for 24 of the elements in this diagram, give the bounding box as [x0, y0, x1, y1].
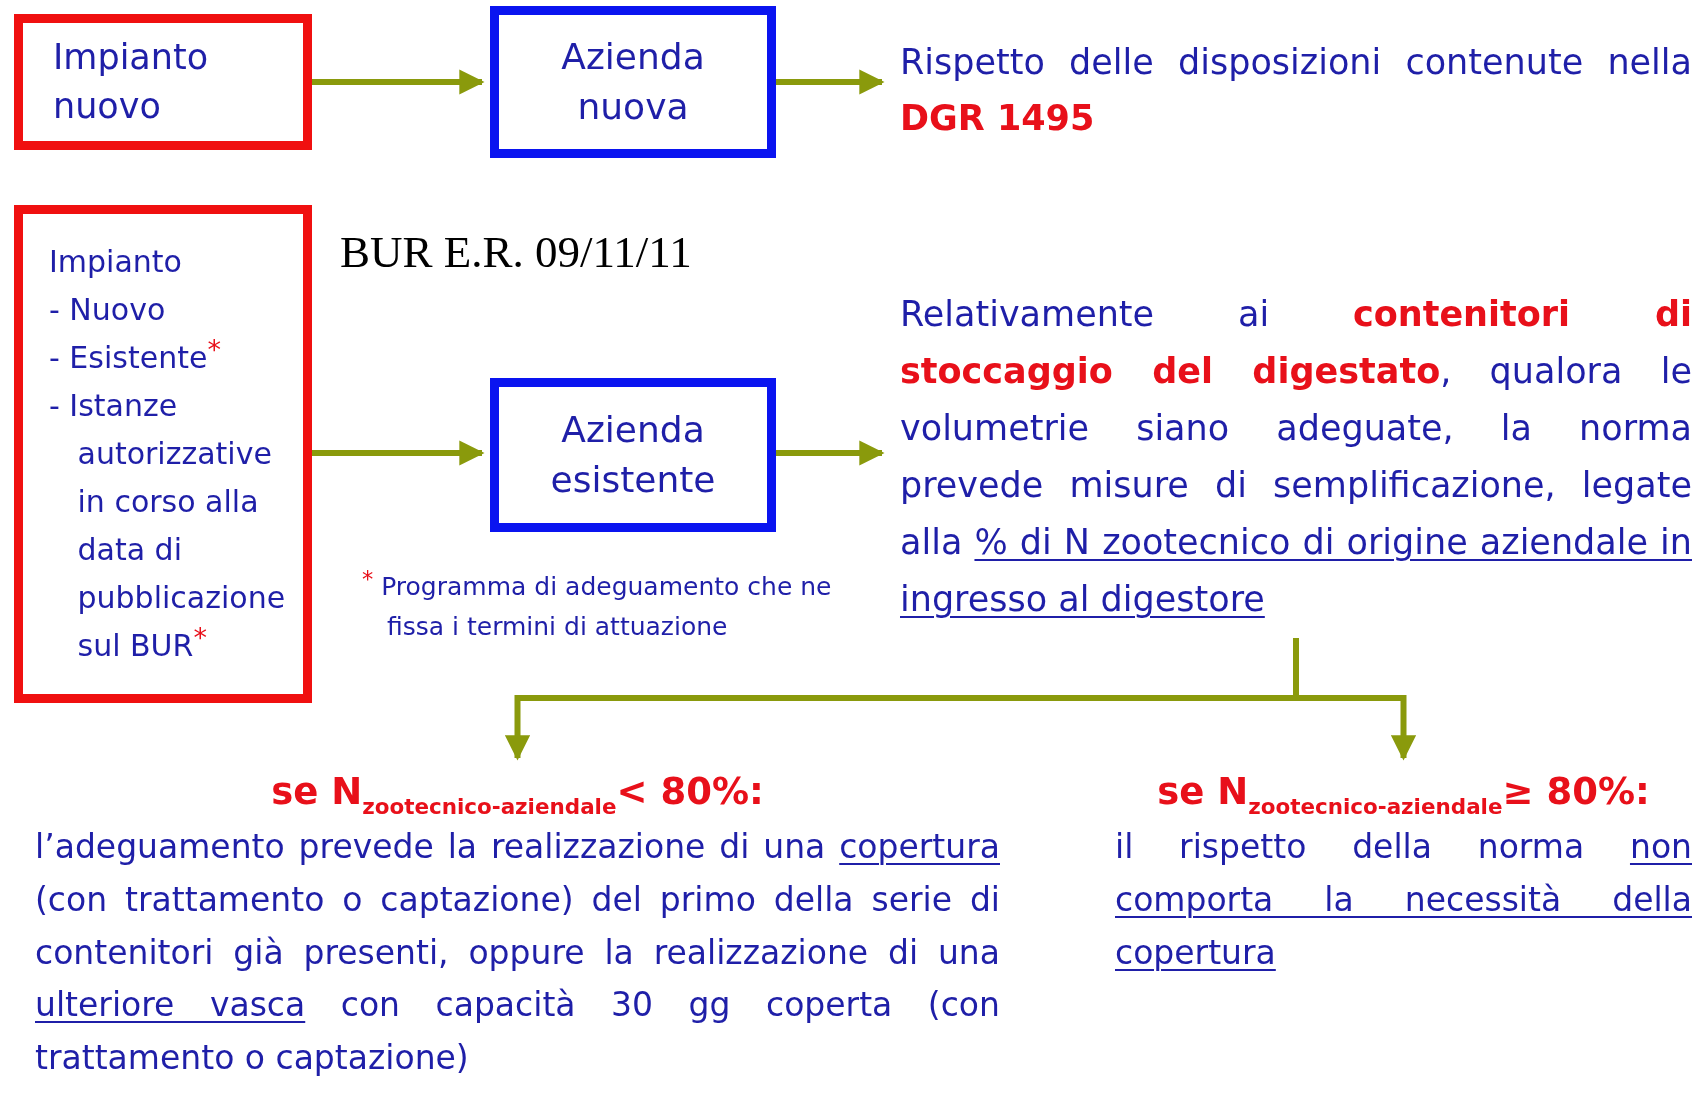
box-label: - Esistente$^{*}$ — [49, 334, 222, 377]
paragraph: il rispetto della norma non comporta la necessità della copertura — [1115, 826, 1692, 974]
process-box — [490, 378, 776, 532]
arrow — [312, 69, 485, 95]
condition-heading: se N$_{zootecnico-aziendale}$≥ 80%: — [1156, 770, 1651, 813]
arrow — [1293, 638, 1417, 761]
process-box — [490, 6, 776, 158]
box-label: Azienda nuova — [560, 34, 706, 129]
box-label: - Istanze autorizzative in corso alla data di pubblicazione sul BUR$^{*}$ — [49, 387, 287, 665]
process-box — [14, 14, 312, 150]
date-label: BUR E.R. 09/11/11 — [340, 226, 692, 278]
condition-heading: se N$_{zootecnico-aziendale}$< 80%: — [270, 770, 765, 813]
box-label: Impianto nuovo — [53, 36, 210, 128]
arrow — [776, 69, 885, 95]
box-label: - Nuovo — [49, 291, 167, 329]
arrow — [776, 440, 885, 466]
box-label: Impianto — [49, 243, 183, 281]
arrow — [312, 440, 485, 466]
paragraph: Relativamente ai contenitori di stoccaggio del digestato, qualora le volumetrie siano adeguate, la norma prevede misure di semplificazione, legate alla % di N zootecnico di origine aziendale in ingresso al digestore — [900, 286, 1692, 629]
footnote: $^{*}$ Programma di adeguamento che ne fissa i termini di attuazione — [362, 567, 833, 643]
process-box — [14, 205, 312, 703]
paragraph: Rispetto delle disposizioni contenute nella DGR 1495 — [900, 34, 1692, 146]
box-label: Azienda esistente — [549, 407, 717, 502]
paragraph: l’adeguamento prevede la realizzazione di una copertura (con trattamento o captazione) del primo della serie di contenitori già presenti, oppure la realizzazione di una ulteriore vasca con capacità 30 gg coperta (con trattamento o captazione) — [35, 826, 1000, 1080]
